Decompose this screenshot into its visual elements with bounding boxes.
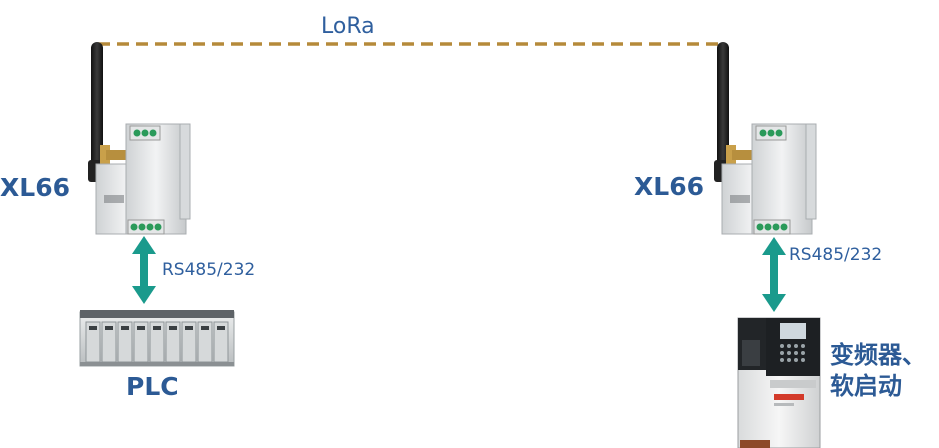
- plc-label: PLC: [126, 372, 179, 401]
- bidirectional-arrow-left: [132, 236, 156, 304]
- xl66-module-right: [714, 42, 817, 235]
- terminal-block-top: [755, 125, 787, 141]
- xl66-label-right: XL66: [634, 172, 704, 201]
- lora-label: LoRa: [321, 14, 375, 39]
- plc-device: [79, 310, 235, 367]
- terminal-block-top: [129, 125, 161, 141]
- interface-label-right: RS485/232: [789, 245, 883, 265]
- xl66-module-left: [88, 42, 191, 235]
- drive-label: 变频器、 软启动: [830, 340, 926, 402]
- xl66-label-left: XL66: [0, 173, 70, 202]
- bidirectional-arrow-right: [762, 237, 786, 312]
- terminal-block-bottom: [127, 219, 165, 235]
- antenna-icon: [717, 42, 729, 174]
- terminal-block-bottom: [753, 219, 791, 235]
- drive-label-line1: 变频器、: [830, 341, 926, 369]
- antenna-icon: [91, 42, 103, 174]
- interface-label-left: RS485/232: [162, 260, 256, 280]
- drive-label-line2: 软启动: [830, 372, 902, 400]
- drive-device: [737, 317, 821, 448]
